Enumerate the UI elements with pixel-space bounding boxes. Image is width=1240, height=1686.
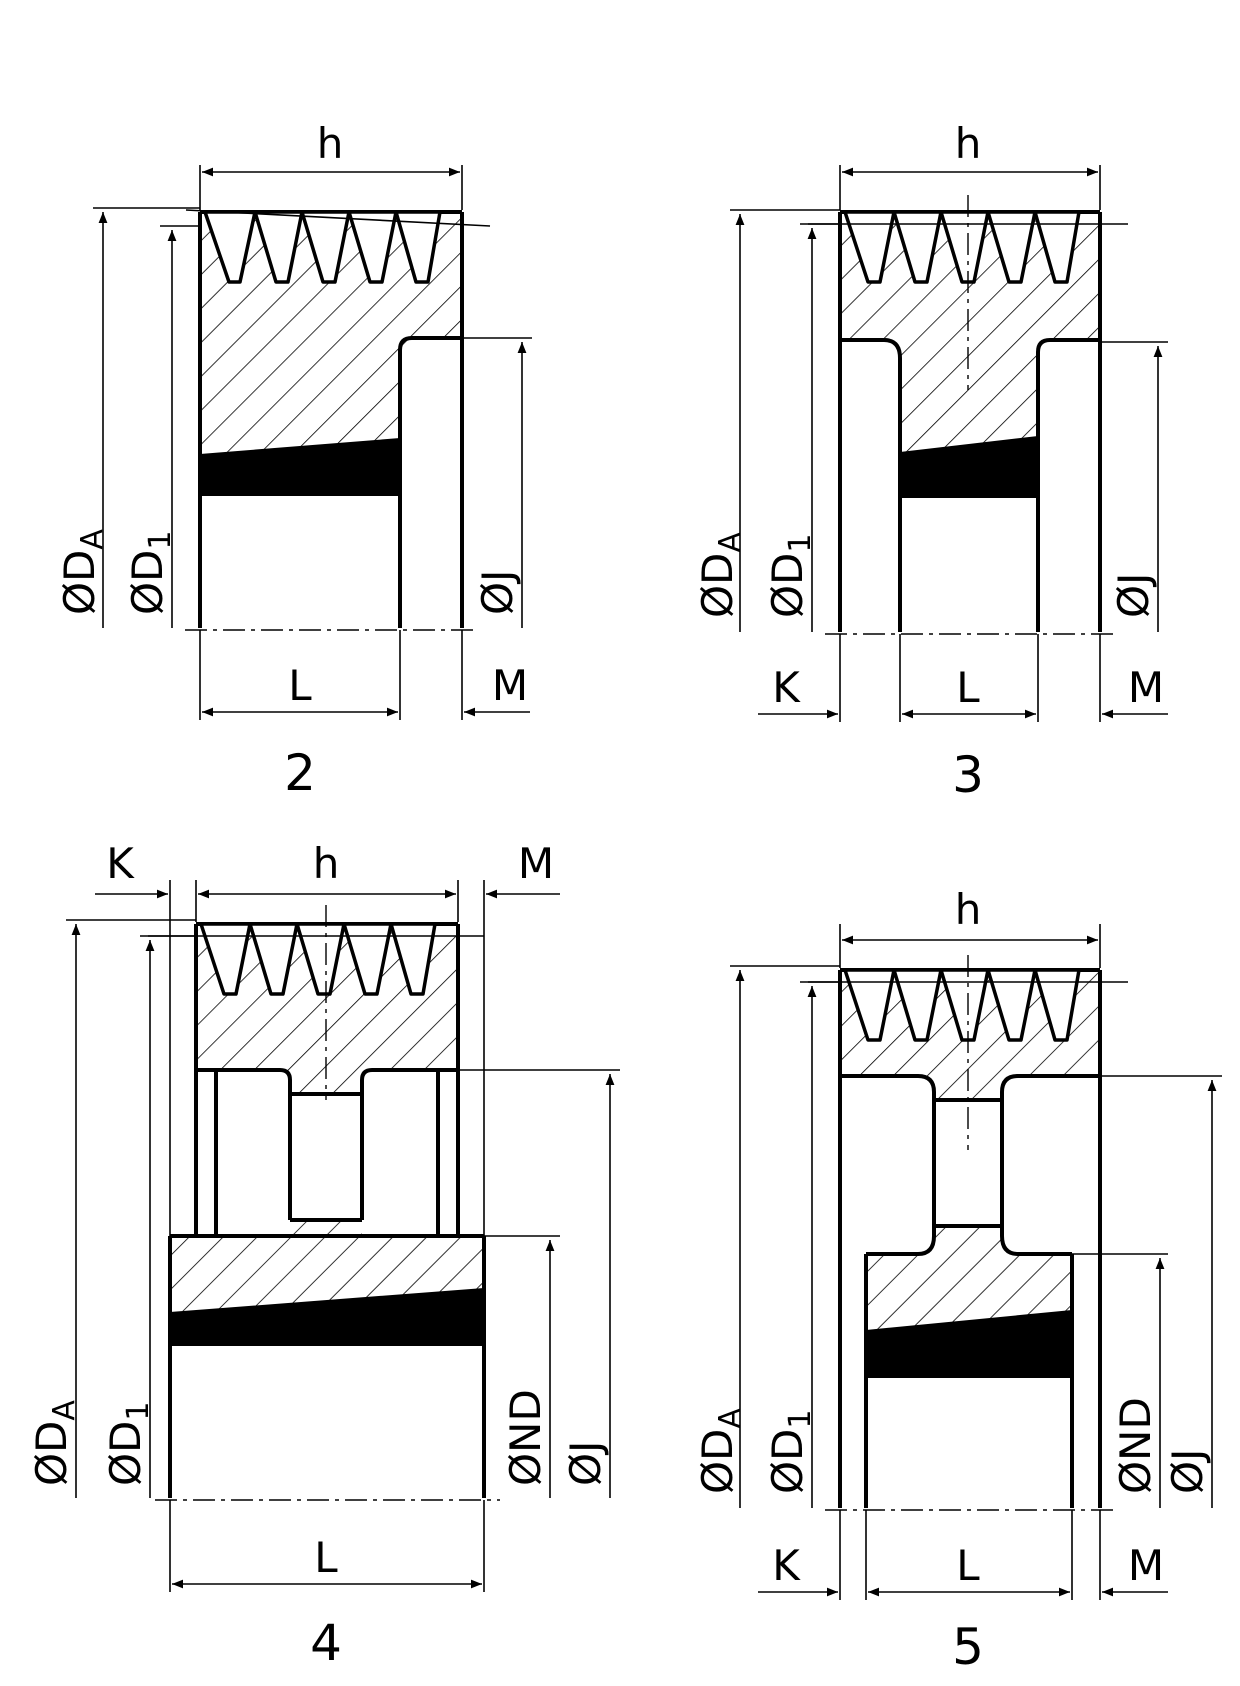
figure-4-DA-label: ØDA xyxy=(27,1400,82,1486)
figure-4-D1-label: ØD1 xyxy=(101,1402,156,1487)
figure-5-J-label: ØJ xyxy=(1163,1449,1212,1494)
figure-2-J-label: ØJ xyxy=(473,570,522,615)
figure-5-L-label: L xyxy=(956,1541,980,1590)
figure-3-M-label: M xyxy=(1128,663,1164,712)
figure-2-M-label: M xyxy=(492,661,528,710)
figure-5-DA-label: ØDA xyxy=(693,1408,748,1494)
figure-5-ND-label: ØND xyxy=(1111,1397,1160,1494)
figure-2-D1-label: ØD1 xyxy=(123,531,178,616)
figure-4-hub-section xyxy=(170,1220,484,1312)
figure-2-outline xyxy=(198,210,464,628)
figure-2-pulley: h ØDA ØD1 ØJ L M 2 xyxy=(55,119,532,802)
figure-2-L-label: L xyxy=(288,661,312,710)
figure-2-number: 2 xyxy=(284,744,316,802)
figure-5-h-label: h xyxy=(955,885,982,934)
figure-4-grooves xyxy=(199,922,437,996)
figure-5-grooves xyxy=(843,968,1081,1042)
figure-2-grooves xyxy=(203,210,442,284)
figure-3-bore-liner xyxy=(900,436,1038,498)
figure-3-grooves xyxy=(843,210,1081,284)
figure-5-D1-label: ØD1 xyxy=(763,1410,818,1495)
figure-5-bore-liner xyxy=(866,1310,1072,1378)
figure-3-section xyxy=(840,212,1100,452)
figure-5-number: 5 xyxy=(952,1618,984,1676)
figure-3-K-label: K xyxy=(772,663,801,712)
figure-3-DA-label: ØDA xyxy=(693,532,748,618)
figure-4-J-label: ØJ xyxy=(561,1441,610,1486)
figure-4-number: 4 xyxy=(310,1614,342,1672)
figure-3-L-label: L xyxy=(956,663,980,712)
figure-4-h-label: h xyxy=(313,839,340,888)
figure-2-DA-label: ØDA xyxy=(55,529,110,615)
figure-4-ND-label: ØND xyxy=(501,1389,550,1486)
figure-3-D1-label: ØD1 xyxy=(763,534,818,619)
figure-4-bore-liner xyxy=(170,1288,484,1346)
figure-4-K-label: K xyxy=(106,839,135,888)
figure-3-pulley: h ØDA ØD1 ØJ K L M 3 xyxy=(693,119,1168,804)
figure-4-pulley: K h M ØDA ØD1 ØND ØJ L 4 xyxy=(27,839,620,1672)
figure-4-L-label: L xyxy=(314,1533,338,1582)
figure-5-K-label: K xyxy=(772,1541,801,1590)
figure-5-pulley: h ØDA ØD1 ØND ØJ K L M 5 xyxy=(693,885,1222,1676)
figure-4-M-label: M xyxy=(518,839,554,888)
figure-3-h-label: h xyxy=(955,119,982,168)
figure-2-bore-liner xyxy=(200,438,400,496)
figure-2-section xyxy=(200,212,462,454)
figure-3-J-label: ØJ xyxy=(1109,573,1158,618)
figure-2-h-label: h xyxy=(317,119,344,168)
figure-5-M-label: M xyxy=(1128,1541,1164,1590)
figure-5-hub-section xyxy=(866,1226,1072,1330)
figure-3-number: 3 xyxy=(952,746,984,804)
